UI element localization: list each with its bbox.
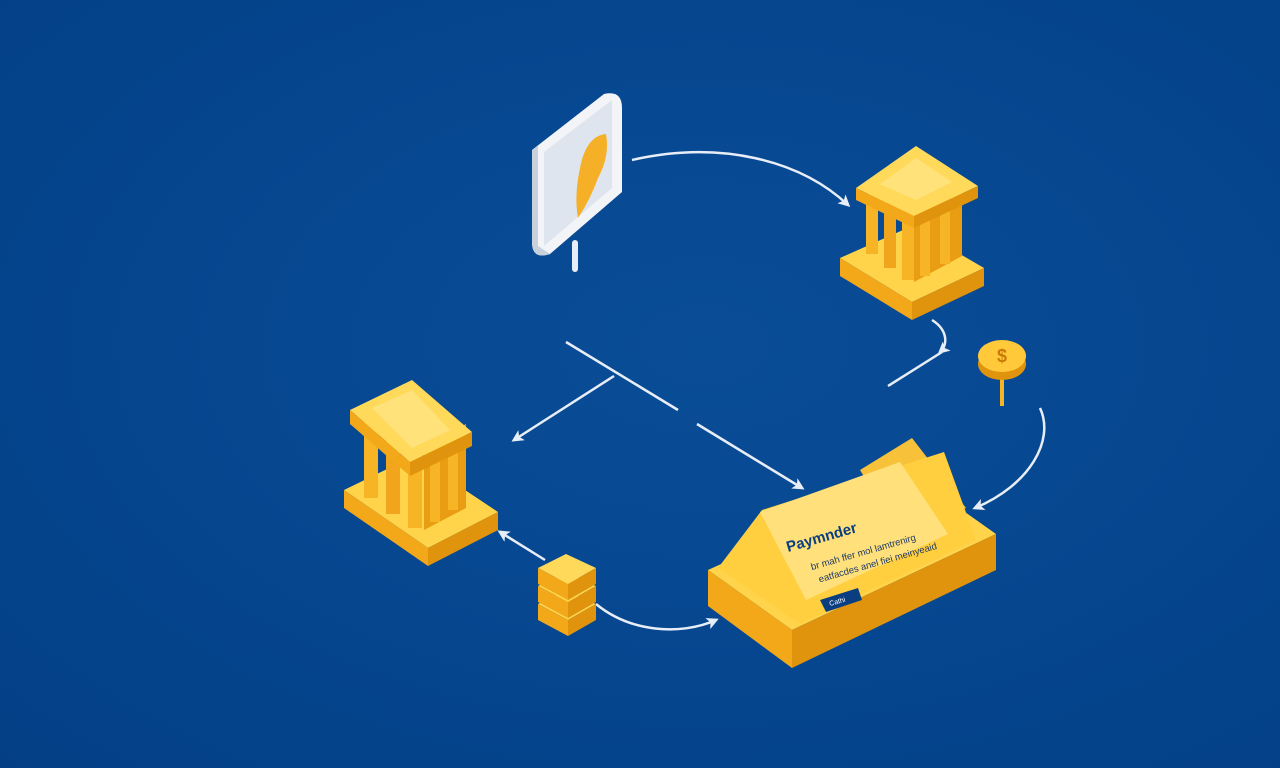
bank-icon-top bbox=[840, 146, 984, 320]
arrow-center-to-bank bbox=[511, 374, 615, 442]
arrow-stack-to-bank bbox=[497, 530, 546, 562]
arrow-diagonal-up bbox=[887, 350, 943, 388]
coin-symbol: $ bbox=[997, 346, 1007, 366]
flow-arrows bbox=[497, 151, 1046, 631]
arrow-center-to-card bbox=[696, 422, 805, 490]
line-center-diagonal bbox=[565, 340, 679, 412]
dollar-coin-pin-icon: $ bbox=[978, 340, 1026, 406]
arrow-bank-down bbox=[931, 318, 951, 354]
card-button-label-group: Cathi bbox=[829, 597, 847, 608]
phone-card-icon bbox=[532, 93, 622, 272]
arrow-stack-to-card bbox=[595, 603, 719, 631]
arrow-phone-to-bank bbox=[631, 151, 851, 208]
card-action-button[interactable] bbox=[820, 588, 862, 612]
payment-card-icon bbox=[708, 438, 996, 668]
bank-icon-left bbox=[344, 380, 498, 566]
arrow-coin-to-card bbox=[972, 407, 1046, 511]
coin-stack-icon bbox=[538, 554, 596, 636]
card-button-label[interactable]: Cathi bbox=[829, 597, 847, 608]
